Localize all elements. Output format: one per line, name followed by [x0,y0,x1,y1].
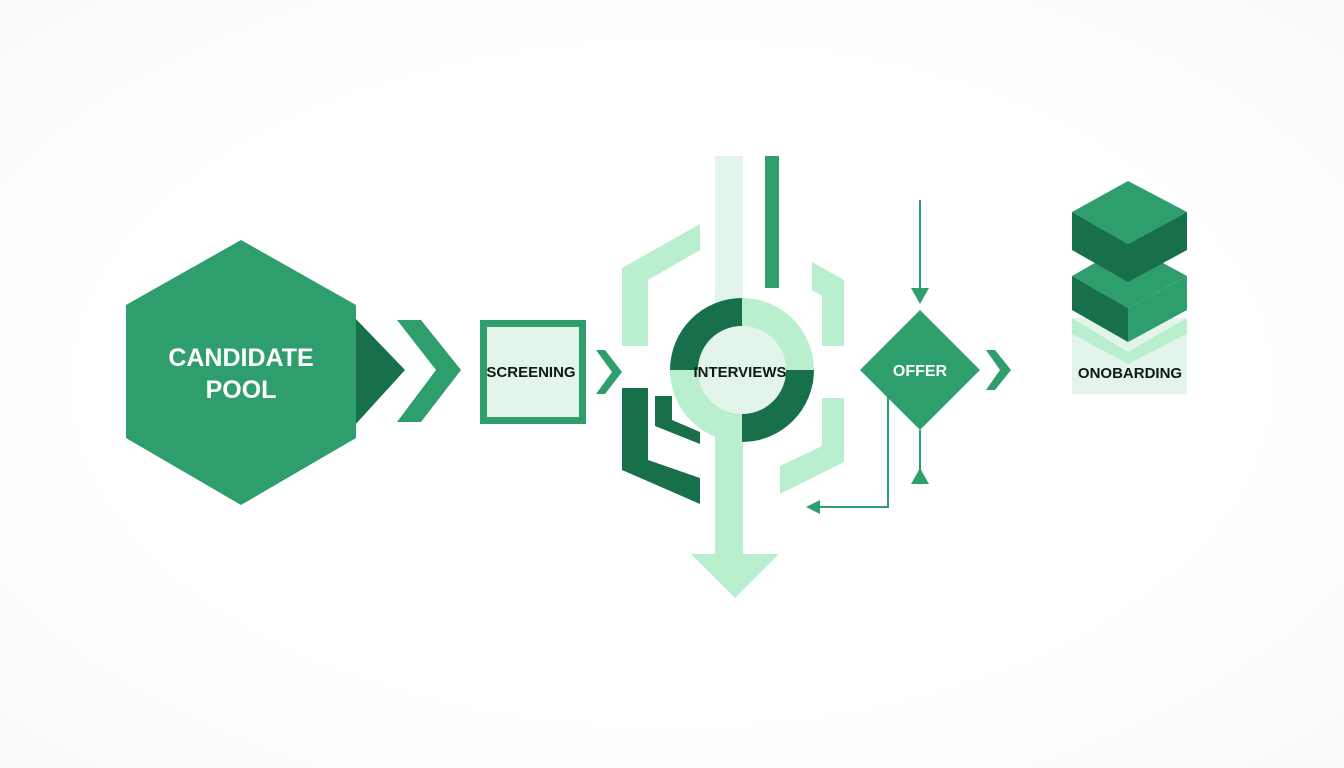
interviews-dark-bar [765,156,779,288]
interviews-label: INTERVIEWS [693,364,786,381]
onboarding-base-top [1072,318,1187,364]
offer-down-arrow-icon [911,288,929,304]
onboarding-label: ONOBARDING [1078,365,1182,382]
lower-cube-right [1128,276,1187,342]
interviews-ring-bottom-right [742,370,814,442]
candidate-pool-hexagon [126,240,356,505]
offer-diamond [860,310,980,430]
left-bracket-lower [622,388,700,504]
offer-feedback-loop [818,394,889,508]
interviews-ring-bottom-left [670,370,742,442]
left-bracket-inner [655,396,700,444]
candidate-pool-label-line1: CANDIDATE [168,344,313,372]
right-bracket-lower [780,398,844,494]
chevron-right-icon-1 [397,320,461,422]
left-arrow-icon [806,500,820,514]
left-bracket-upper [622,224,700,346]
down-arrow-icon [691,554,779,598]
candidate-pool-hexagon-shadow [355,318,405,425]
chevron-right-icon-3 [986,350,1011,390]
screening-label: SCREENING [486,364,575,381]
interviews-node: INTERVIEWS [622,156,844,598]
offer-up-arrow-icon [911,468,929,484]
interviews-ring-center [698,326,786,414]
right-bracket-upper [812,262,844,346]
screening-box-inner [487,327,579,417]
offer-node: OFFER [806,200,980,514]
interviews-lower-band [715,430,743,556]
interviews-ring-top-right [742,298,814,370]
candidate-pool-label-line2: POOL [206,376,277,404]
upper-cube-right [1128,212,1187,282]
upper-cube-left [1072,212,1128,282]
screening-node: SCREENING [480,320,586,424]
lower-cube-left [1072,276,1128,342]
interviews-ring-top-left [670,298,742,370]
chevron-right-icon-2 [596,350,622,394]
candidate-pool-node: CANDIDATE POOL [126,240,405,505]
upper-cube-top [1072,181,1187,244]
offer-label: OFFER [893,363,948,380]
onboarding-node: ONOBARDING [1072,181,1187,394]
